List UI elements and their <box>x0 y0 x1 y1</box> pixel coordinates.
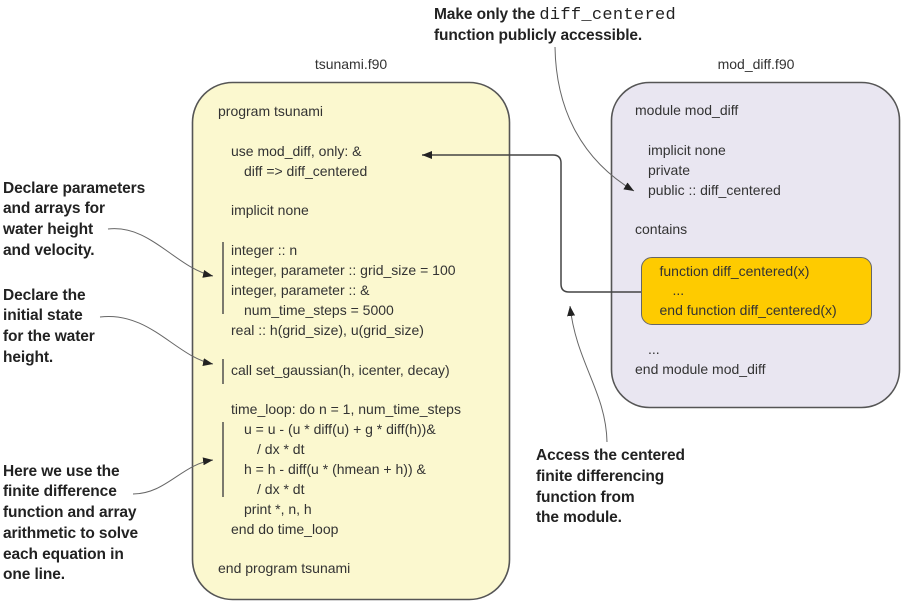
code-line: public :: diff_centered <box>648 181 781 198</box>
diff-centered-function-box: function diff_centered(x)... end function… <box>641 257 872 325</box>
access-function-leader-arrow <box>567 305 608 443</box>
module-file-title: mod_diff.f90 <box>717 56 795 72</box>
public-access-code-term: diff_centered <box>539 5 676 25</box>
code-line: program tsunami <box>218 103 324 119</box>
code-line: implicit none <box>648 141 726 158</box>
code-line: ... <box>648 340 660 357</box>
annotation-line: the module. <box>536 509 622 527</box>
declare-initial-state-annotation: Declare the initial state for the water hei… <box>3 286 95 369</box>
code-line <box>218 122 461 142</box>
code-line: real :: h(grid_size), u(grid_size) <box>231 321 424 338</box>
annotation-line: height. <box>3 348 54 366</box>
code-line: private <box>648 161 691 178</box>
code-line: contains <box>635 221 688 238</box>
code-line: / dx * dt <box>257 480 305 497</box>
annotation-line: Access the centered <box>536 447 685 464</box>
public-access-line-2: function publicly accessible. <box>434 27 643 45</box>
code-line <box>218 380 461 400</box>
annotation-line: finite difference <box>3 483 117 501</box>
code-line <box>218 540 461 560</box>
code-line: end do time_loop <box>231 520 339 537</box>
function-to-use-connector-arrow <box>422 151 641 293</box>
diff-centered-function-code: function diff_centered(x)... end function… <box>660 262 837 322</box>
annotation-line: function and array <box>3 504 137 522</box>
public-access-leader-arrow <box>554 46 635 192</box>
annotation-line: initial state <box>3 307 83 325</box>
code-line: num_time_steps = 5000 <box>244 301 394 318</box>
module-file-code-top: module mod_diff implicit none private publi… <box>635 101 781 260</box>
code-line: integer, parameter :: & <box>231 282 370 299</box>
declare-parameters-annotation: Declare parameters and arrays for water he… <box>3 179 145 262</box>
code-line: u = u - (u * diff(u) + g * diff(h))& <box>244 421 436 438</box>
annotation-line: and arrays for <box>3 200 105 218</box>
access-function-annotation: Access the centered finite differencing fu… <box>536 446 685 529</box>
declare-initial-state-leader-arrow <box>99 316 214 367</box>
annotation-line: for the water <box>3 328 95 346</box>
code-line: ... <box>672 282 685 299</box>
finite-difference-annotation: Here we use the finite difference function… <box>3 462 138 587</box>
code-line: end module mod_diff <box>635 360 766 377</box>
main-file-box <box>191 81 511 601</box>
code-line: integer :: n <box>231 242 298 259</box>
public-access-annotation: Make only the diff_centered function pub… <box>434 5 676 48</box>
annotation-line: one line. <box>3 566 65 584</box>
code-line <box>218 341 461 361</box>
code-line: / dx * dt <box>257 441 305 458</box>
code-line <box>635 121 781 141</box>
annotation-line: and velocity. <box>3 241 95 259</box>
annotation-line: function from <box>536 488 635 506</box>
code-line: function diff_centered(x) <box>659 262 810 279</box>
code-line: print *, n, h <box>244 500 312 517</box>
code-line <box>635 320 766 340</box>
annotation-line: finite differencing <box>536 467 665 485</box>
code-line: implicit none <box>231 202 309 219</box>
annotation-line: Declare parameters <box>3 179 146 197</box>
annotation-line: arithmetic to solve <box>3 524 139 542</box>
main-file-code: program tsunami use mod_diff, only: & diff… <box>218 102 461 579</box>
code-line: module mod_diff <box>635 102 739 118</box>
code-line: integer, parameter :: grid_size = 100 <box>231 262 456 279</box>
code-line <box>635 200 781 220</box>
code-line: diff => diff_centered <box>244 162 368 179</box>
code-line: h = h - diff(u * (hmean + h)) & <box>244 461 426 478</box>
module-file-box <box>610 81 901 409</box>
module-file-code-bottom: ... end module mod_diff <box>635 320 766 380</box>
declare-parameters-leader-arrow <box>107 228 214 278</box>
annotation-line: each equation in <box>3 545 124 563</box>
annotation-line: water height <box>3 221 94 239</box>
code-line <box>218 182 461 202</box>
public-access-prefix: Make only the <box>434 5 536 23</box>
annotation-line: Declare the <box>3 286 86 304</box>
code-line <box>218 221 461 241</box>
code-line: call set_gaussian(h, icenter, decay) <box>231 361 450 378</box>
finite-difference-leader-arrow <box>132 457 214 495</box>
code-line: end function diff_centered(x) <box>659 302 837 319</box>
annotation-line: Here we use the <box>3 462 120 480</box>
main-file-title: tsunami.f90 <box>314 56 388 72</box>
code-line: time_loop: do n = 1, num_time_steps <box>231 401 461 418</box>
code-line: end program tsunami <box>218 560 351 577</box>
code-line: use mod_diff, only: & <box>231 142 362 159</box>
public-access-line-1: Make only the diff_centered <box>434 5 676 27</box>
